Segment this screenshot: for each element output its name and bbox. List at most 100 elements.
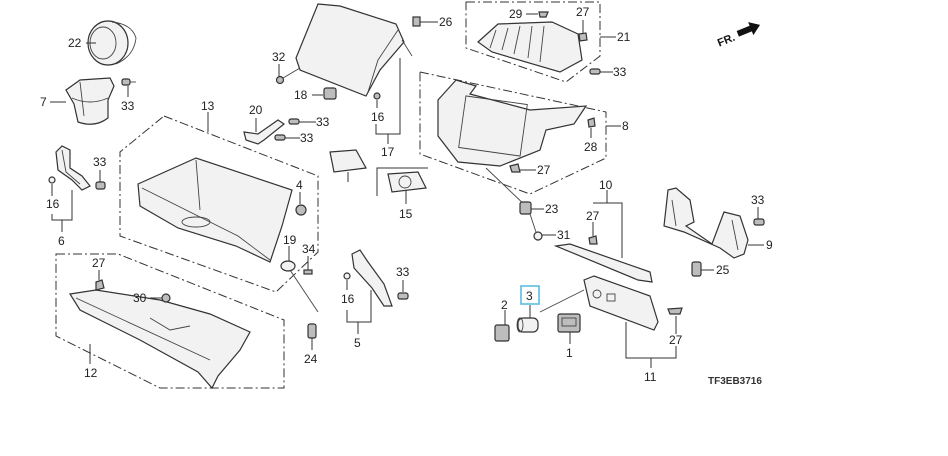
part-5-bracket[interactable] (351, 249, 393, 307)
part-27-clip-b[interactable] (578, 32, 588, 42)
callout-23[interactable]: 23 (545, 202, 559, 216)
part-33-screw-c[interactable] (288, 118, 300, 125)
callout-13[interactable]: 13 (201, 99, 215, 113)
callout-34[interactable]: 34 (302, 242, 316, 256)
bracket-5 (346, 290, 372, 323)
part-8-center-panel[interactable] (437, 79, 588, 167)
callout-27-b[interactable]: 27 (576, 5, 590, 19)
callout-17[interactable]: 17 (381, 145, 395, 159)
callout-33-d[interactable]: 33 (300, 131, 314, 145)
part-10-trim-strip[interactable] (553, 243, 653, 283)
part-15-socket[interactable] (387, 171, 427, 193)
callout-10[interactable]: 10 (599, 178, 613, 192)
group-12 (55, 253, 285, 389)
part-27-clip-e[interactable] (667, 307, 683, 315)
callout-1[interactable]: 1 (566, 346, 573, 360)
part-33-screw-b[interactable] (95, 181, 106, 190)
callout-16-a[interactable]: 16 (46, 197, 60, 211)
front-direction-indicator: FR. (716, 22, 761, 50)
part-20-hinge[interactable] (243, 119, 286, 145)
callout-20[interactable]: 20 (249, 103, 263, 117)
front-direction-label: FR. (716, 32, 737, 50)
part-12-lower-panel[interactable] (69, 289, 251, 390)
callout-25[interactable]: 25 (716, 263, 730, 277)
part-32-screw[interactable] (275, 67, 301, 85)
part-19-damper[interactable] (280, 260, 296, 272)
callout-33-e[interactable]: 33 (396, 265, 410, 279)
part-17-lid[interactable] (295, 3, 413, 97)
callout-27-c[interactable]: 27 (537, 163, 551, 177)
callout-27-a[interactable]: 27 (92, 256, 106, 270)
callout-7[interactable]: 7 (40, 95, 47, 109)
part-9-bracket[interactable] (663, 187, 749, 259)
callout-22[interactable]: 22 (68, 36, 82, 50)
callout-5[interactable]: 5 (354, 336, 361, 350)
part-accessory-cover[interactable] (329, 149, 367, 173)
callout-28[interactable]: 28 (584, 140, 598, 154)
callout-30[interactable]: 30 (133, 291, 147, 305)
callout-33-f[interactable]: 33 (613, 65, 627, 79)
part-18-stopper[interactable] (323, 87, 337, 100)
part-30-clip[interactable] (161, 293, 171, 303)
part-33-screw-d[interactable] (274, 134, 286, 141)
callout-33-a[interactable]: 33 (121, 99, 135, 113)
part-11-lower-panel[interactable] (583, 275, 659, 331)
part-33-screw-g[interactable] (753, 218, 765, 226)
part-7[interactable] (65, 77, 115, 125)
callout-33-b[interactable]: 33 (93, 155, 107, 169)
part-31-clip[interactable] (533, 231, 543, 241)
callout-29[interactable]: 29 (509, 7, 523, 21)
part-16-clip-b[interactable] (373, 92, 381, 100)
callout-33-g[interactable]: 33 (751, 193, 765, 207)
callout-16-c[interactable]: 16 (341, 292, 355, 306)
callout-15[interactable]: 15 (399, 207, 413, 221)
callout-33-c[interactable]: 33 (316, 115, 330, 129)
callout-24[interactable]: 24 (304, 352, 318, 366)
callout-27-e[interactable]: 27 (669, 333, 683, 347)
part-27-clip-d[interactable] (588, 235, 598, 245)
callout-18[interactable]: 18 (294, 88, 308, 102)
callout-8[interactable]: 8 (622, 119, 629, 133)
callout-4[interactable]: 4 (296, 178, 303, 192)
callout-6[interactable]: 6 (58, 234, 65, 248)
part-2-cap[interactable] (494, 324, 510, 342)
part-6-bracket[interactable] (55, 145, 91, 191)
callout-9[interactable]: 9 (766, 238, 773, 252)
part-4-nut[interactable] (295, 204, 307, 216)
group-13 (119, 115, 319, 293)
part-16-clip-c[interactable] (343, 272, 351, 280)
part-27-clip-c[interactable] (509, 163, 521, 173)
part-33-screw-f[interactable] (589, 68, 601, 75)
part-26-clip[interactable] (412, 16, 421, 27)
part-34-pin[interactable] (303, 269, 313, 275)
callout-32[interactable]: 32 (272, 50, 286, 64)
part-13-glovebox[interactable] (137, 157, 293, 263)
callout-3[interactable]: 3 (526, 289, 533, 303)
group-8 (419, 71, 607, 195)
callout-19[interactable]: 19 (283, 233, 297, 247)
part-24-bolt[interactable] (307, 323, 317, 339)
callout-26[interactable]: 26 (439, 15, 453, 29)
callout-31[interactable]: 31 (557, 228, 571, 242)
part-16-clip-a[interactable] (48, 176, 56, 184)
part-22[interactable] (87, 20, 137, 66)
part-1-switch[interactable] (557, 313, 581, 333)
callout-12[interactable]: 12 (84, 366, 98, 380)
callout-21[interactable]: 21 (617, 30, 631, 44)
part-23-switch[interactable] (519, 201, 532, 215)
part-27-clip-a[interactable] (95, 279, 105, 291)
part-21-vent[interactable] (477, 21, 583, 73)
part-3-socket[interactable] (516, 317, 539, 333)
part-33-screw-e[interactable] (397, 292, 409, 300)
callout-2[interactable]: 2 (501, 298, 508, 312)
diagram-code: TF3EB3716 (708, 376, 762, 387)
part-25-bolt[interactable] (691, 261, 702, 277)
part-33-screw-a[interactable] (121, 78, 136, 86)
damper-cord (289, 269, 319, 313)
part-28-clip[interactable] (587, 117, 596, 128)
callout-11[interactable]: 11 (644, 370, 657, 384)
callout-16-b[interactable]: 16 (371, 110, 385, 124)
callout-27-d[interactable]: 27 (586, 209, 600, 223)
part-29-clip[interactable] (538, 11, 549, 18)
